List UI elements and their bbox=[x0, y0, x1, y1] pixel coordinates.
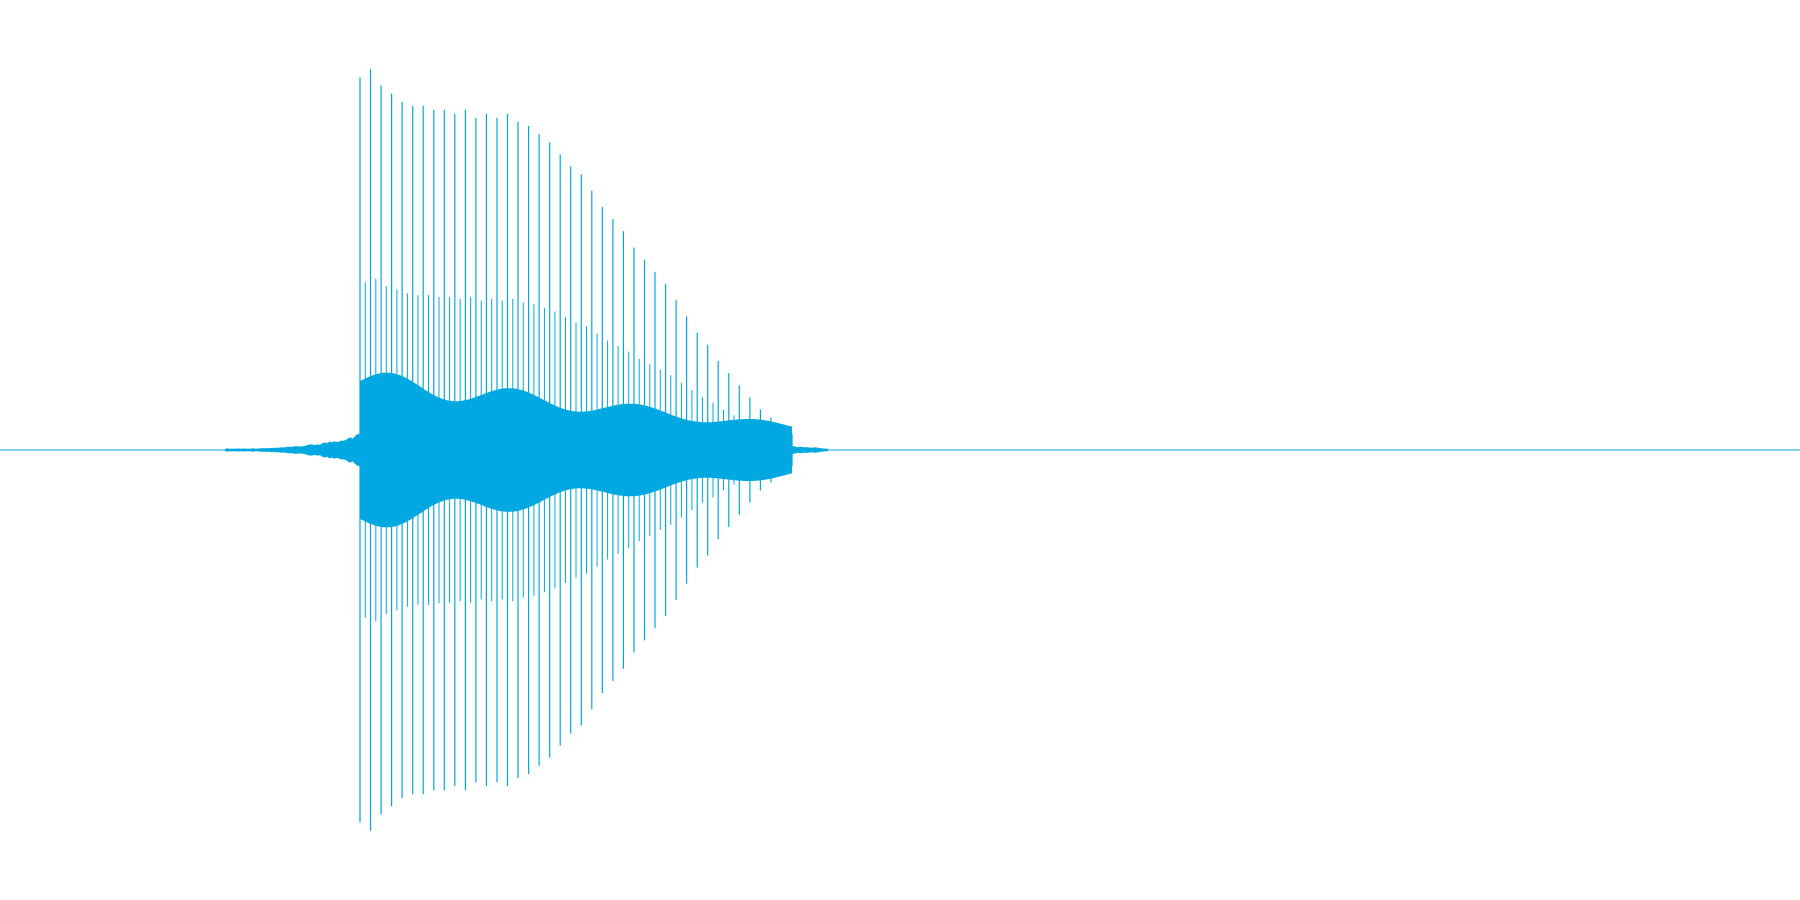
waveform-plot bbox=[0, 69, 1800, 831]
waveform-canvas bbox=[0, 69, 1800, 831]
